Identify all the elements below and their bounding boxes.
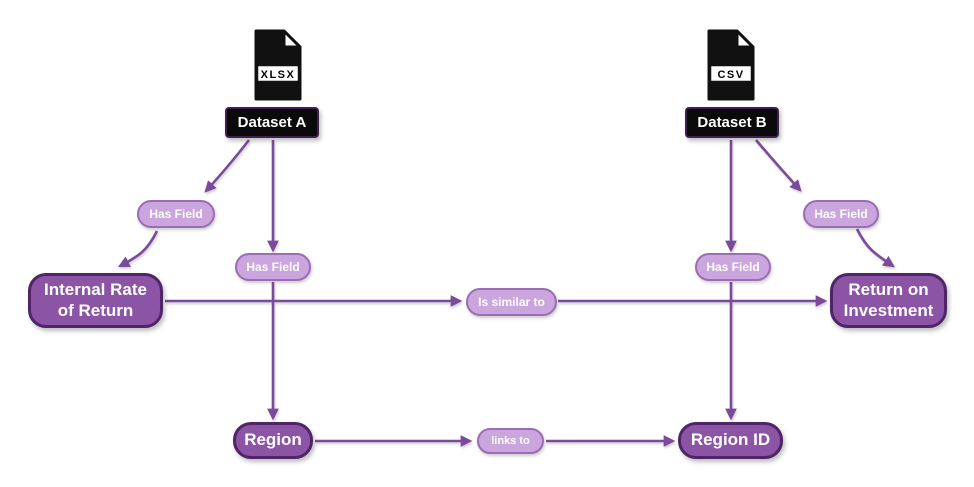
- edge-hasfield-left-to-irr: [117, 230, 159, 268]
- csv-file-icon: CSV: [707, 29, 755, 101]
- edge-dataset-b-to-hasfield-right: [755, 139, 802, 192]
- entity-internal-rate-of-return[interactable]: Internal Rate of Return: [28, 273, 163, 328]
- csv-file-type-text: CSV: [717, 69, 744, 81]
- entity-region-id[interactable]: Region ID: [678, 422, 783, 459]
- entity-region[interactable]: Region: [233, 422, 313, 459]
- edge-label-has-field-left[interactable]: Has Field: [137, 200, 215, 228]
- entity-return-on-investment[interactable]: Return on Investment: [830, 273, 947, 328]
- edge-dataset-a-to-hasfield-left: [204, 139, 251, 193]
- xlsx-file-type-text: XLSX: [261, 69, 296, 81]
- dataset-b-node[interactable]: Dataset B: [685, 107, 779, 138]
- dataset-a-node[interactable]: Dataset A: [225, 107, 319, 138]
- edge-label-is-similar-to[interactable]: Is similar to: [466, 288, 557, 316]
- edge-hasfield-right-to-roi: [855, 228, 895, 268]
- edge-label-links-to[interactable]: links to: [477, 428, 544, 454]
- edge-label-has-field-center-right[interactable]: Has Field: [695, 253, 771, 281]
- xlsx-file-icon: XLSX: [254, 29, 302, 101]
- edge-label-has-field-right[interactable]: Has Field: [803, 200, 879, 228]
- edge-label-has-field-center-left[interactable]: Has Field: [235, 253, 311, 281]
